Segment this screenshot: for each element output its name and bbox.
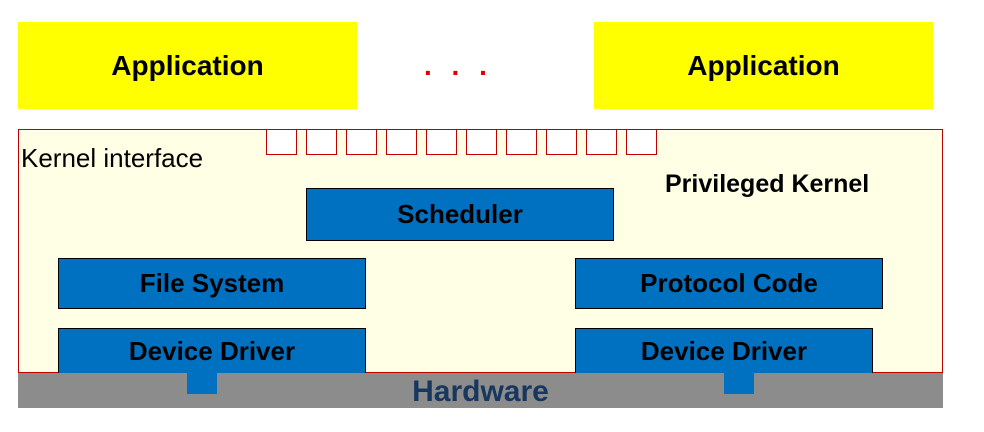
protocol-code-label: Protocol Code: [640, 268, 818, 298]
device-driver-label: Device Driver: [640, 335, 808, 366]
kernel-interface-slot: [426, 129, 457, 155]
kernel-interface-slot: [346, 129, 377, 155]
scheduler-label: Scheduler: [397, 199, 523, 229]
application-box-right: Application: [594, 22, 933, 109]
application-label: Application: [687, 49, 840, 81]
privileged-kernel-label: Privileged Kernel: [665, 170, 870, 198]
application-box-left: Application: [18, 22, 357, 109]
device-driver-block-left: Device Driver: [58, 328, 366, 373]
kernel-interface-slot: [306, 129, 337, 155]
file-system-label: File System: [139, 268, 285, 298]
file-system-block: File System: [58, 258, 366, 309]
kernel-interface-slot: [506, 129, 537, 155]
hardware-label: Hardware: [412, 375, 549, 408]
protocol-code-block: Protocol Code: [575, 258, 883, 309]
scheduler-block: Scheduler: [306, 188, 614, 241]
hardware-bar: Hardware: [18, 372, 943, 408]
hardware-connector-left: [187, 372, 217, 394]
kernel-interface-slot: [266, 129, 297, 155]
kernel-interface-slot: [546, 129, 577, 155]
device-driver-label: Device Driver: [128, 335, 296, 366]
kernel-interface-slot: [626, 129, 657, 155]
kernel-interface-label: Kernel interface: [21, 143, 204, 173]
kernel-interface-slot: [386, 129, 417, 155]
device-driver-block-right: Device Driver: [575, 328, 873, 373]
application-label: Application: [111, 49, 264, 81]
hardware-connector-right: [724, 372, 754, 394]
ellipsis: . . .: [424, 50, 493, 81]
kernel-interface-slot: [586, 129, 617, 155]
kernel-interface-slot: [466, 129, 497, 155]
